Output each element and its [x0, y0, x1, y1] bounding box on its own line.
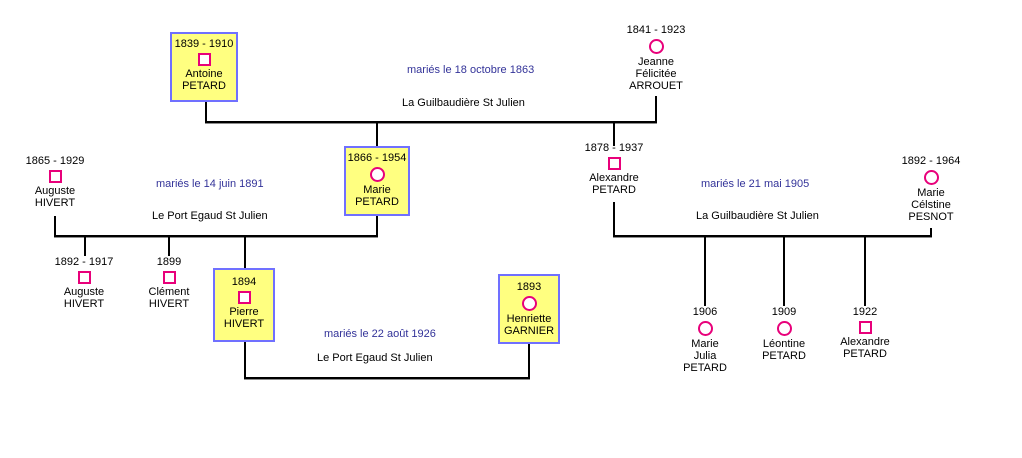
child-link-marie-julia — [704, 236, 706, 306]
male-icon — [197, 53, 211, 66]
child-link-alexandre-jr — [864, 236, 866, 306]
person-alexandre-petard-jr[interactable]: 1922 Alexandre PETARD — [830, 306, 900, 360]
child-link-alexandre — [613, 122, 615, 146]
union-place-1863: La Guilbaudière St Julien — [402, 97, 525, 109]
connector-jeanne — [655, 96, 657, 122]
person-dates: 1899 — [156, 256, 182, 268]
connector-marie-petard — [376, 214, 378, 236]
person-marie-pesnot[interactable]: 1892 - 1964 Marie Célstine PESNOT — [895, 155, 967, 223]
person-last-name: HIVERT — [34, 197, 76, 209]
person-first-name: Alexandre — [840, 336, 890, 348]
person-first-name: Léontine — [762, 338, 806, 350]
connector-pierre — [244, 342, 246, 378]
union-place-1905: La Guilbaudière St Julien — [696, 210, 819, 222]
union-line-1926 — [244, 377, 530, 379]
person-marie-julia-petard[interactable]: 1906 Marie Julia PETARD — [674, 306, 736, 374]
person-dates: 1839 - 1910 — [174, 38, 234, 50]
person-last-name: PETARD — [355, 196, 399, 208]
connector-auguste-sr — [54, 216, 56, 236]
union-line-1905 — [613, 235, 932, 237]
male-icon — [237, 291, 251, 304]
person-alexandre-petard-sr[interactable]: 1878 - 1937 Alexandre PETARD — [578, 142, 650, 196]
person-pierre-hivert[interactable]: 1894 Pierre HIVERT — [213, 268, 275, 342]
union-place-1891: Le Port Egaud St Julien — [152, 210, 268, 222]
person-last-name: PETARD — [683, 362, 727, 374]
union-line-1891 — [54, 235, 378, 237]
person-first-name: Alexandre — [589, 172, 639, 184]
male-icon — [607, 157, 621, 170]
person-last-name: PETARD — [762, 350, 806, 362]
male-icon — [162, 271, 176, 284]
person-first-name: Marie — [917, 187, 945, 199]
person-last-name: HIVERT — [223, 318, 265, 330]
person-dates: 1878 - 1937 — [584, 142, 644, 154]
union-line-1863 — [205, 121, 657, 123]
person-middle-name: Julia — [693, 350, 717, 362]
union-date-1863: mariés le 18 octobre 1863 — [407, 64, 535, 76]
person-dates: 1892 - 1964 — [901, 155, 961, 167]
person-antoine-petard[interactable]: 1839 - 1910 Antoine PETARD — [170, 32, 238, 102]
person-first-name: Henriette — [506, 313, 552, 325]
person-jeanne-arrouet[interactable]: 1841 - 1923 Jeanne Félicitée ARROUET — [620, 24, 692, 92]
union-date-1926: mariés le 22 août 1926 — [324, 328, 436, 340]
person-dates: 1866 - 1954 — [347, 152, 407, 164]
person-dates: 1893 — [516, 281, 542, 293]
person-first-name: Jeanne — [637, 56, 675, 68]
connector-alexandre-sr — [613, 202, 615, 236]
male-icon — [77, 271, 91, 284]
female-icon — [776, 321, 792, 336]
person-last-name: HIVERT — [63, 298, 105, 310]
female-icon — [521, 296, 537, 311]
female-icon — [369, 167, 385, 182]
child-link-auguste-jr — [84, 236, 86, 256]
person-first-name: Marie — [363, 184, 391, 196]
person-auguste-hivert-sr[interactable]: 1865 - 1929 Auguste HIVERT — [20, 155, 90, 209]
person-last-name: PETARD — [592, 184, 636, 196]
person-dates: 1922 — [852, 306, 878, 318]
connector-henriette — [528, 344, 530, 378]
person-dates: 1892 - 1917 — [54, 256, 114, 268]
child-link-marie-petard — [376, 122, 378, 146]
person-marie-petard[interactable]: 1866 - 1954 Marie PETARD — [344, 146, 410, 216]
union-place-1926: Le Port Egaud St Julien — [317, 352, 433, 364]
female-icon — [923, 170, 939, 185]
child-link-pierre — [244, 236, 246, 268]
male-icon — [858, 321, 872, 334]
child-link-clement — [168, 236, 170, 256]
person-last-name: PETARD — [182, 80, 226, 92]
person-henriette-garnier[interactable]: 1893 Henriette GARNIER — [498, 274, 560, 344]
person-dates: 1841 - 1923 — [626, 24, 686, 36]
person-first-name: Auguste — [34, 185, 76, 197]
union-date-1905: mariés le 21 mai 1905 — [701, 178, 810, 190]
person-middle-name: Célstine — [911, 199, 951, 211]
person-first-name: Pierre — [229, 306, 259, 318]
person-last-name: PESNOT — [908, 211, 954, 223]
person-dates: 1894 — [231, 276, 257, 288]
person-last-name: PETARD — [843, 348, 887, 360]
person-middle-name: Félicitée — [635, 68, 677, 80]
female-icon — [648, 39, 664, 54]
person-first-name: Marie — [691, 338, 719, 350]
person-leontine-petard[interactable]: 1909 Léontine PETARD — [753, 306, 815, 362]
male-icon — [48, 170, 62, 183]
person-last-name: HIVERT — [148, 298, 190, 310]
person-first-name: Auguste — [63, 286, 105, 298]
person-first-name: Antoine — [185, 68, 223, 80]
person-last-name: GARNIER — [503, 325, 555, 337]
person-dates: 1865 - 1929 — [25, 155, 85, 167]
person-dates: 1909 — [771, 306, 797, 318]
union-date-1891: mariés le 14 juin 1891 — [156, 178, 264, 190]
female-icon — [697, 321, 713, 336]
person-last-name: ARROUET — [629, 80, 683, 92]
person-auguste-hivert-jr[interactable]: 1892 - 1917 Auguste HIVERT — [48, 256, 120, 310]
person-dates: 1906 — [692, 306, 718, 318]
person-clement-hivert[interactable]: 1899 Clément HIVERT — [138, 256, 200, 310]
connector-marie-pesnot — [930, 228, 932, 236]
connector-antoine — [205, 100, 207, 122]
child-link-leontine — [783, 236, 785, 306]
person-first-name: Clément — [148, 286, 190, 298]
